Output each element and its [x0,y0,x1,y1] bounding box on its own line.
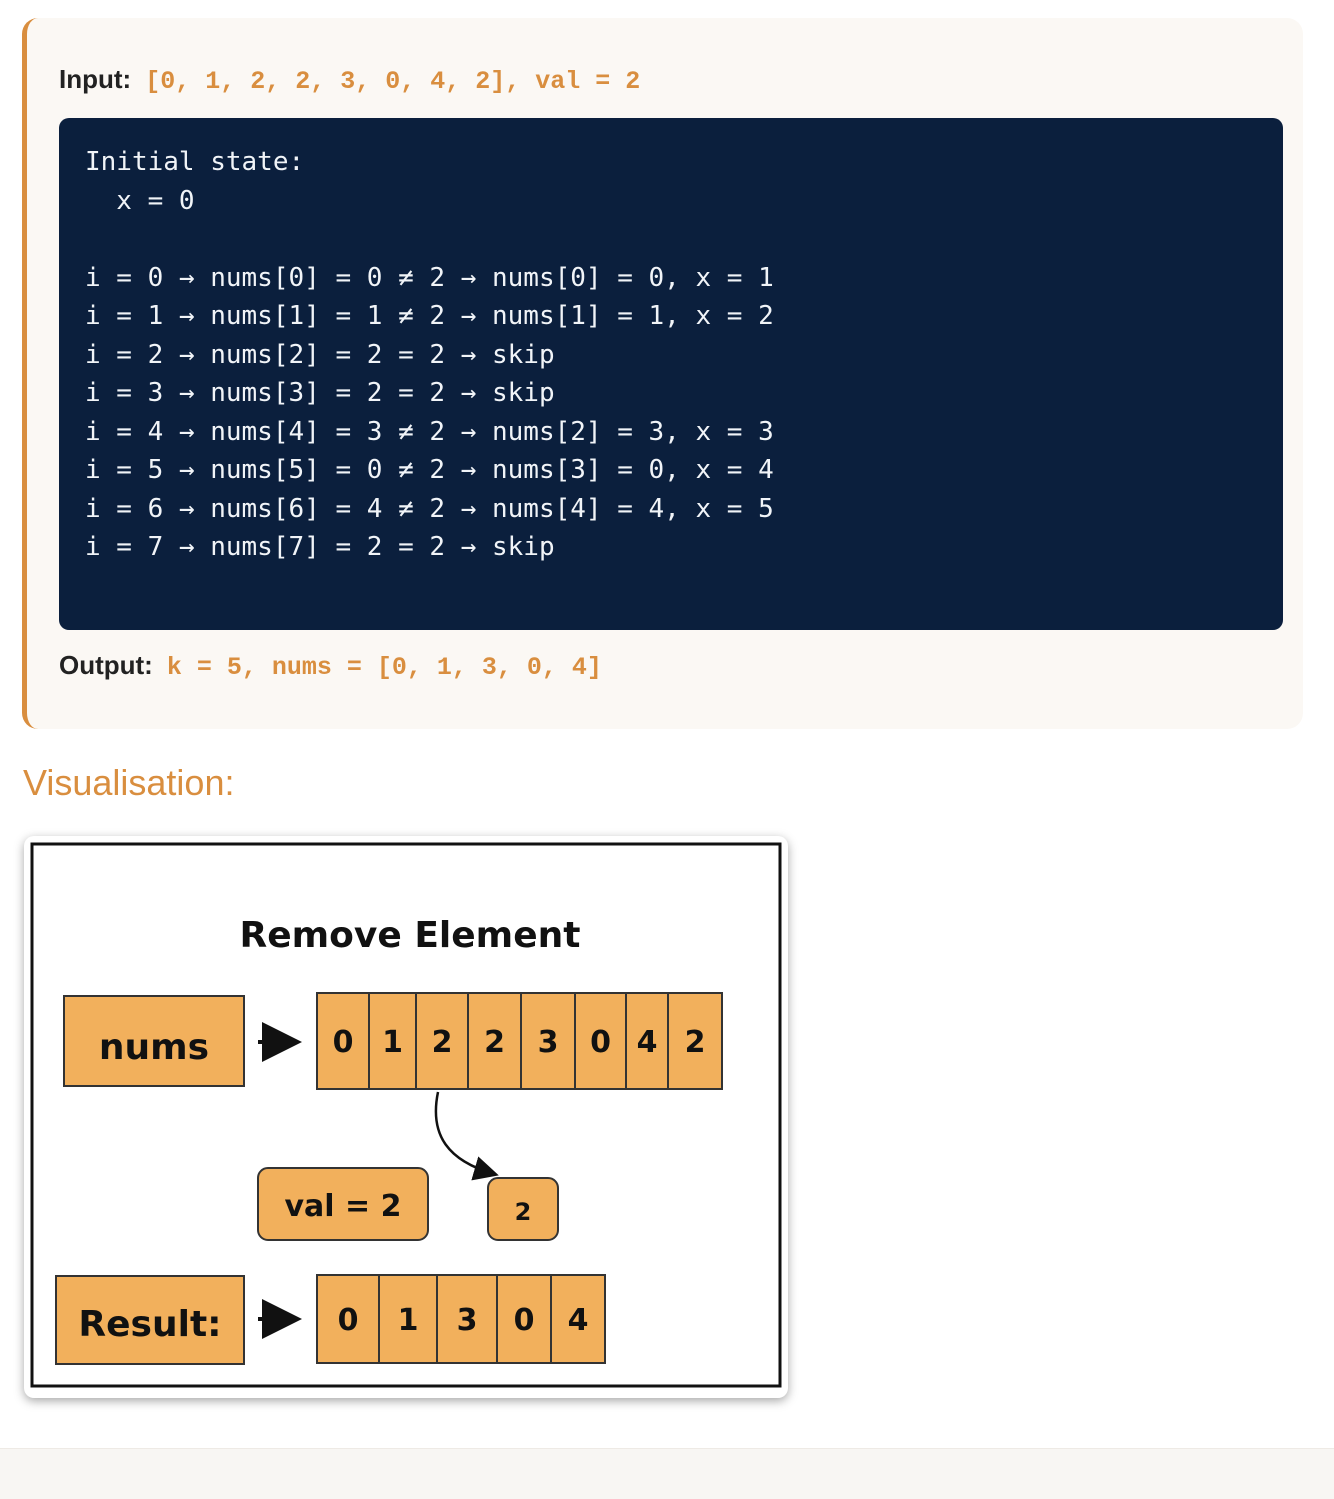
visualisation-heading: Visualisation: [23,762,235,803]
trace-line: i = 0 → nums[0] = 0 ≠ 2 → nums[0] = 0, x… [85,262,774,293]
result-cell-value: 3 [457,1303,478,1338]
trace-line: i = 1 → nums[1] = 1 ≠ 2 → nums[1] = 1, x… [85,301,774,331]
nums-cell [667,992,723,1090]
trace-line: x = 0 [85,185,195,216]
nums-label: nums [99,1027,209,1068]
nums-cell [625,992,669,1090]
trace-line: i = 2 → nums[2] = 2 = 2 → skip [85,339,555,370]
result-cell-value: 0 [338,1303,359,1338]
nums-cell-value: 2 [685,1025,706,1060]
input-label: Input: [59,64,132,94]
nums-cell-value: 3 [538,1025,559,1060]
result-label-box [55,1275,245,1365]
nums-cell [316,992,370,1090]
output-value: k = 5, nums = [0, 1, 3, 0, 4] [166,653,602,682]
trace-line: i = 3 → nums[3] = 2 = 2 → skip [85,378,555,408]
input-value: [0, 1, 2, 2, 3, 0, 4, 2], val = 2 [145,67,641,96]
removed-value-box [487,1177,559,1241]
example-card: Input:[0, 1, 2, 2, 3, 0, 4, 2], val = 2 … [22,18,1303,729]
trace-line: i = 7 → nums[7] = 2 = 2 → skip [85,532,555,562]
trace-line [85,220,1257,259]
removed-value: 2 [515,1198,532,1226]
result-cell-value: 0 [514,1303,535,1338]
trace-code-block: Initial state: x = 0 i = 0 → nums[0] = 0… [59,118,1283,630]
nums-cell-value: 1 [382,1025,403,1060]
nums-cell-value: 0 [333,1025,354,1060]
result-cell-value: 4 [568,1303,589,1338]
footer-band [0,1448,1334,1499]
trace-line: i = 5 → nums[5] = 0 ≠ 2 → nums[3] = 0, x… [85,455,774,485]
trace-line: i = 6 → nums[6] = 4 ≠ 2 → nums[4] = 4, x… [85,493,774,524]
val-label: val = 2 [285,1189,402,1224]
nums-cell-value: 4 [637,1025,658,1060]
result-cell-value: 1 [398,1303,419,1338]
trace-line: Initial state: [85,147,305,177]
result-label: Result: [78,1304,221,1345]
nums-cell-value: 2 [484,1025,505,1060]
diagram-title: Remove Element [240,915,581,956]
output-label: Output: [59,650,153,680]
nums-label-box [63,995,245,1087]
result-cell [378,1274,438,1364]
result-cell [496,1274,552,1364]
output-line: Output: k = 5, nums = [0, 1, 3, 0, 4] [59,650,602,682]
nums-cell-value: 2 [432,1025,453,1060]
trace-line: i = 4 → nums[4] = 3 ≠ 2 → nums[2] = 3, x… [85,416,774,447]
result-cell [550,1274,606,1364]
input-line: Input: [0, 1, 2, 2, 3, 0, 4, 2], val = 2 [59,64,640,96]
val-box [257,1167,429,1241]
nums-cell-value: 0 [590,1025,611,1060]
removal-arrow-icon [434,1091,499,1181]
